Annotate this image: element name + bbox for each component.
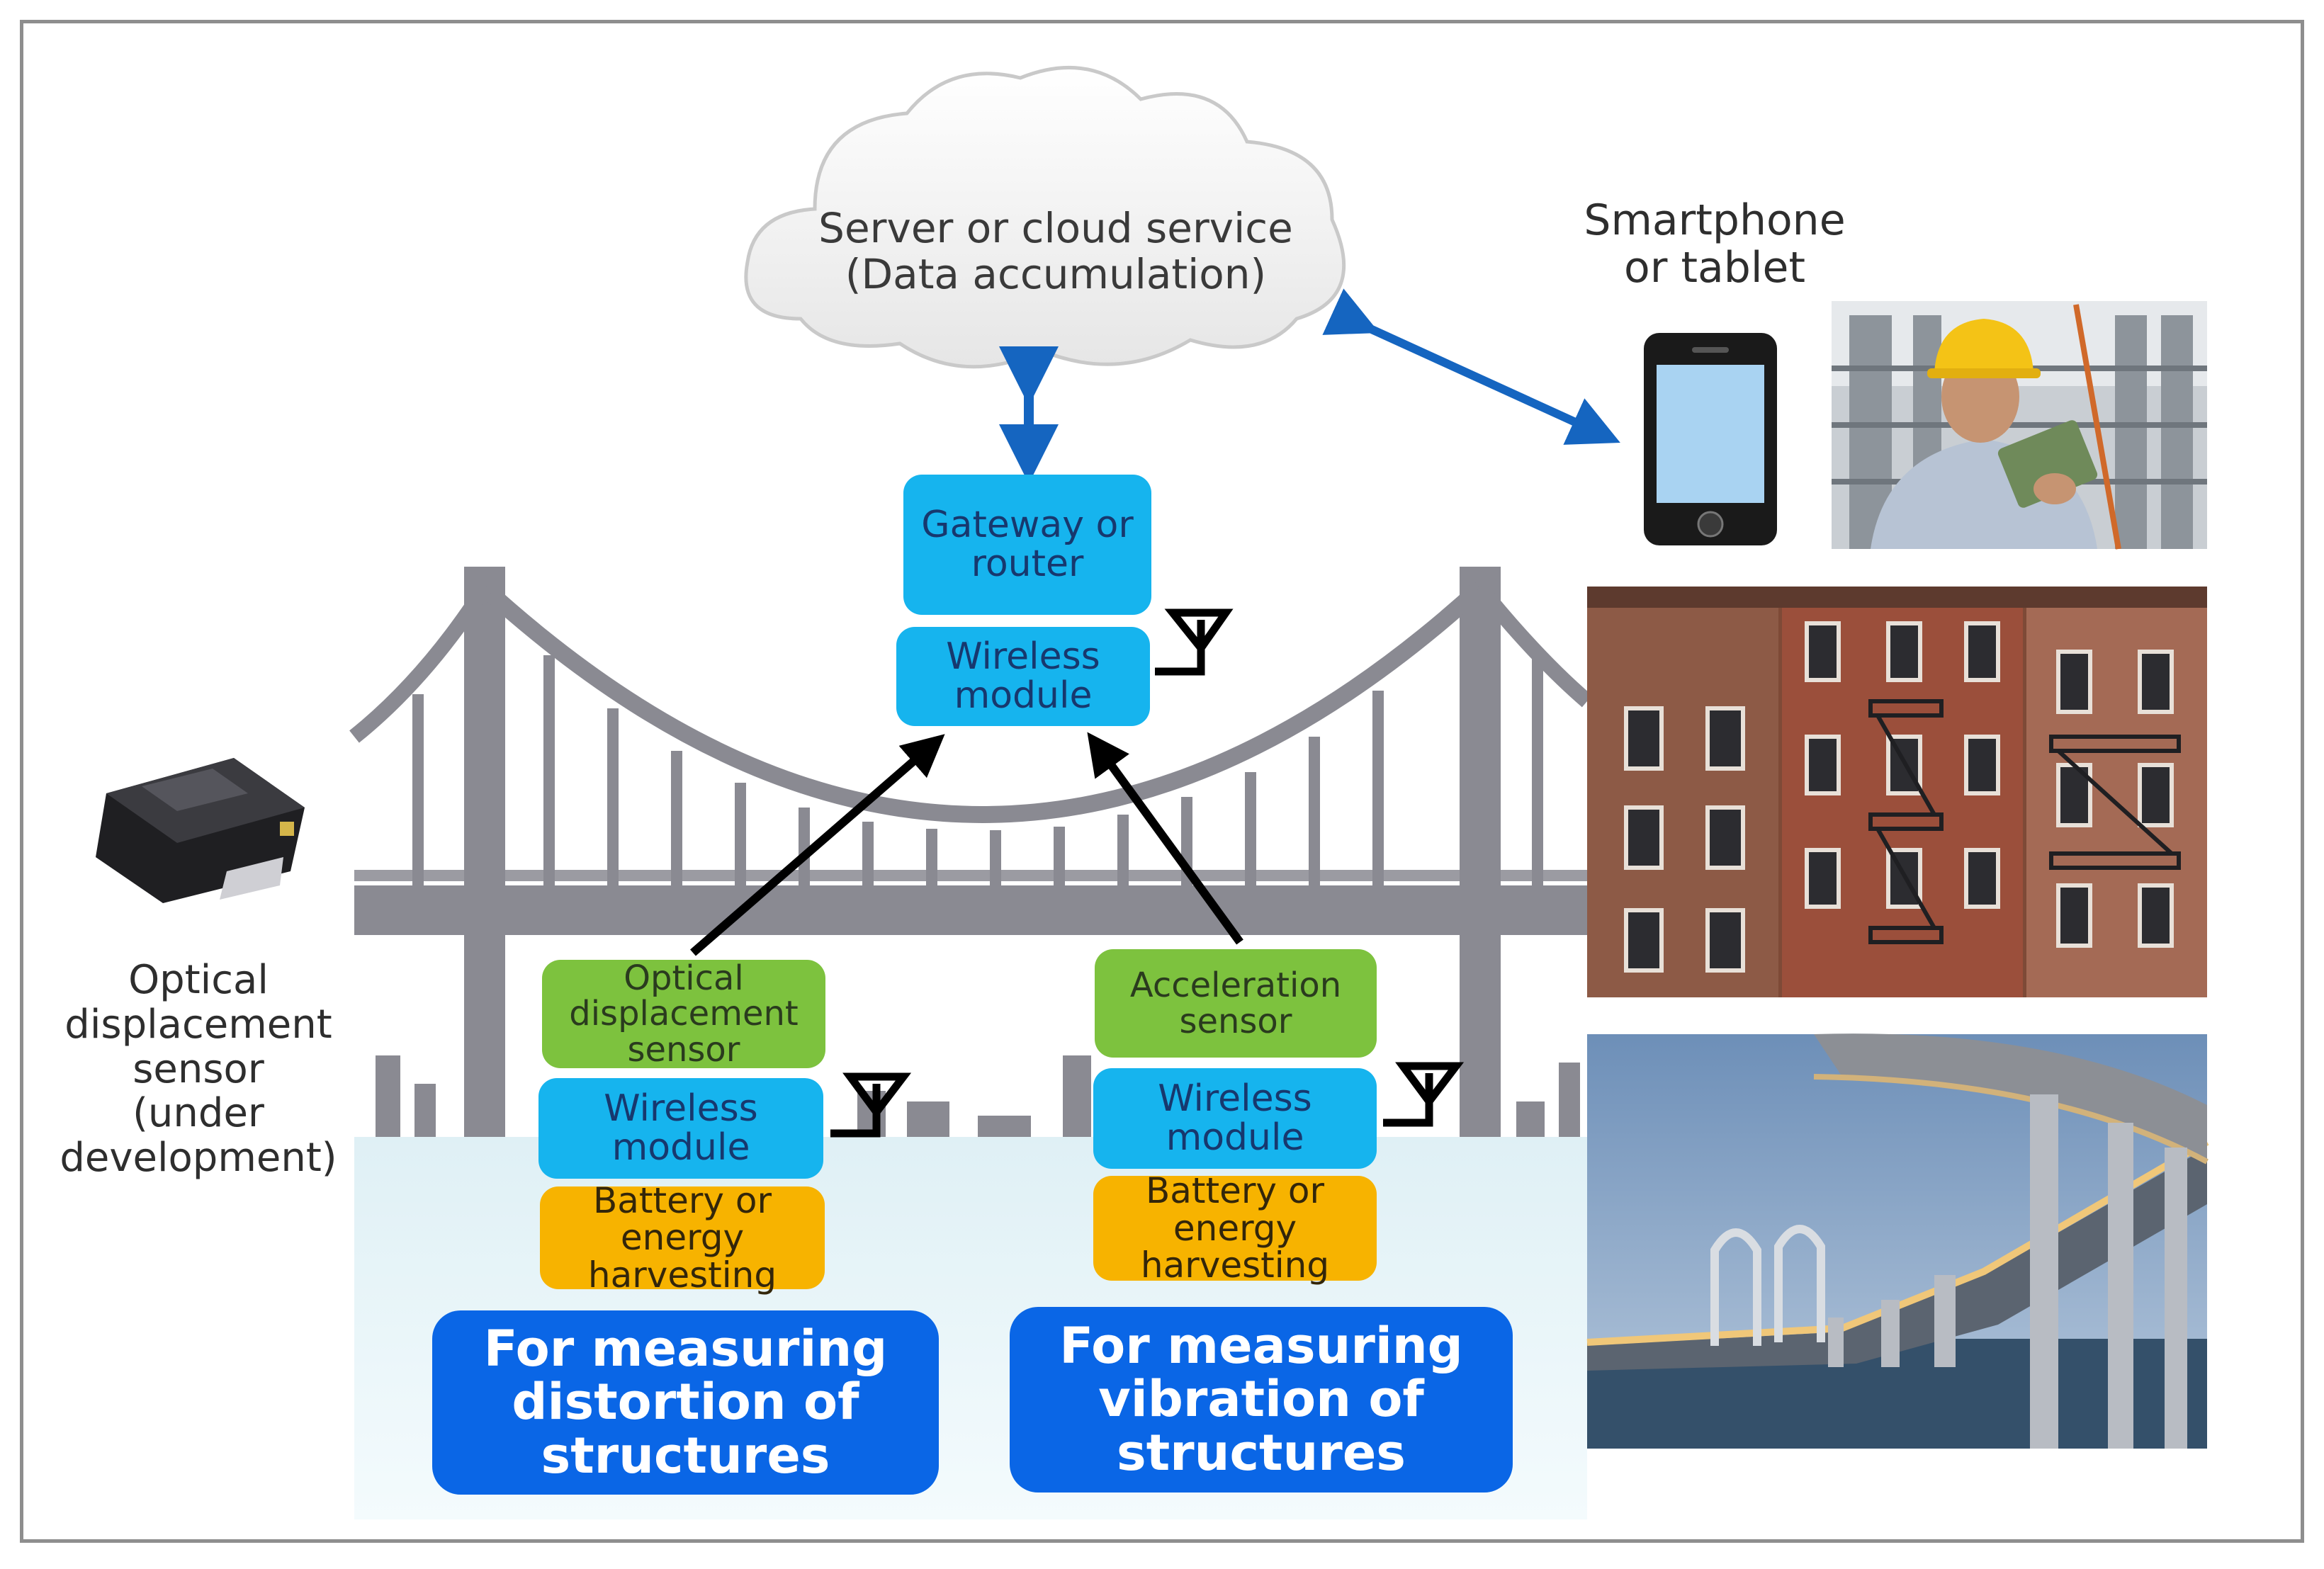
optical-device-label-line3: sensor	[132, 1046, 264, 1092]
antenna-icon	[830, 1072, 912, 1138]
left-wireless-module: Wireless module	[538, 1078, 823, 1179]
worker-photo	[1832, 301, 2207, 550]
bridge	[349, 567, 1593, 1137]
vibration-purpose-box: For measuring vibration of structures	[1010, 1307, 1513, 1492]
gateway-wireless-module: Wireless module	[896, 627, 1150, 726]
gateway-box-line2: router	[971, 543, 1084, 585]
cloud-label-line1: Server or cloud service	[818, 204, 1293, 253]
gateway-box: Gateway or router	[903, 475, 1151, 615]
right-sensor-line2: sensor	[1179, 1001, 1292, 1041]
optical-device-label-line1: Optical	[128, 957, 269, 1004]
right-battery-box: Battery or energy harvesting	[1093, 1172, 1377, 1286]
antenna-icon	[1155, 608, 1234, 676]
right-purpose-line3: structures	[1117, 1423, 1406, 1482]
gateway-wireless-line2: module	[954, 674, 1093, 717]
optical-device-label: Optical displacement sensor (under devel…	[43, 942, 354, 1197]
acceleration-sensor-box: Acceleration sensor	[1095, 949, 1377, 1058]
left-wireless-line1: Wireless	[604, 1087, 758, 1131]
gateway-box-line1: Gateway or	[921, 504, 1134, 547]
left-power-line2: harvesting	[587, 1254, 777, 1296]
optical-sensor-device-icon	[96, 758, 305, 903]
optical-device-label-line2: displacement	[64, 1001, 332, 1048]
gateway-wireless-line1: Wireless	[946, 635, 1100, 679]
left-purpose-line3: structures	[541, 1426, 830, 1485]
right-purpose-line1: For measuring	[1059, 1316, 1463, 1375]
right-wireless-module: Wireless module	[1093, 1068, 1377, 1169]
left-sensor-line1: Optical	[624, 958, 744, 998]
outer-frame	[20, 20, 2304, 1543]
smartphone-icon	[1644, 333, 1777, 545]
cloud-label-line2: (Data accumulation)	[845, 250, 1267, 298]
distortion-purpose-box: For measuring distortion of structures	[432, 1310, 939, 1495]
right-power-line2: harvesting	[1140, 1245, 1330, 1286]
right-sensor-line1: Acceleration	[1129, 965, 1342, 1006]
optical-device-label-line4: (under	[132, 1090, 264, 1137]
left-uplink-arrow	[690, 734, 945, 956]
skyline	[376, 1055, 1580, 1137]
left-sensor-line2: displacement	[569, 994, 799, 1034]
right-purpose-line2: vibration of	[1098, 1370, 1424, 1429]
left-purpose-line2: distortion of	[512, 1373, 859, 1432]
left-power-line1: Battery or energy	[592, 1179, 772, 1259]
optical-device-label-line5: development)	[60, 1135, 337, 1182]
right-power-line1: Battery or energy	[1145, 1170, 1325, 1249]
right-wireless-line2: module	[1166, 1116, 1304, 1159]
right-wireless-line1: Wireless	[1158, 1077, 1312, 1121]
smartphone-label-line2: or tablet	[1624, 243, 1805, 293]
smartphone-label-line1: Smartphone	[1584, 195, 1846, 245]
left-wireless-line2: module	[611, 1126, 750, 1169]
cloud-label: Server or cloud service (Data accumulati…	[779, 195, 1332, 308]
right-uplink-arrow	[1087, 732, 1243, 945]
buildings-photo	[1587, 587, 2207, 997]
cloud-phone-arrow	[1322, 288, 1620, 445]
left-sensor-line3: sensor	[627, 1029, 740, 1070]
left-battery-box: Battery or energy harvesting	[540, 1182, 825, 1293]
left-purpose-line1: For measuring	[483, 1319, 888, 1378]
bridge-photo	[1586, 1033, 2209, 1449]
antenna-icon	[1383, 1062, 1465, 1127]
smartphone-label: Smartphone or tablet	[1516, 191, 1913, 298]
optical-sensor-box: Optical displacement sensor	[542, 960, 825, 1068]
